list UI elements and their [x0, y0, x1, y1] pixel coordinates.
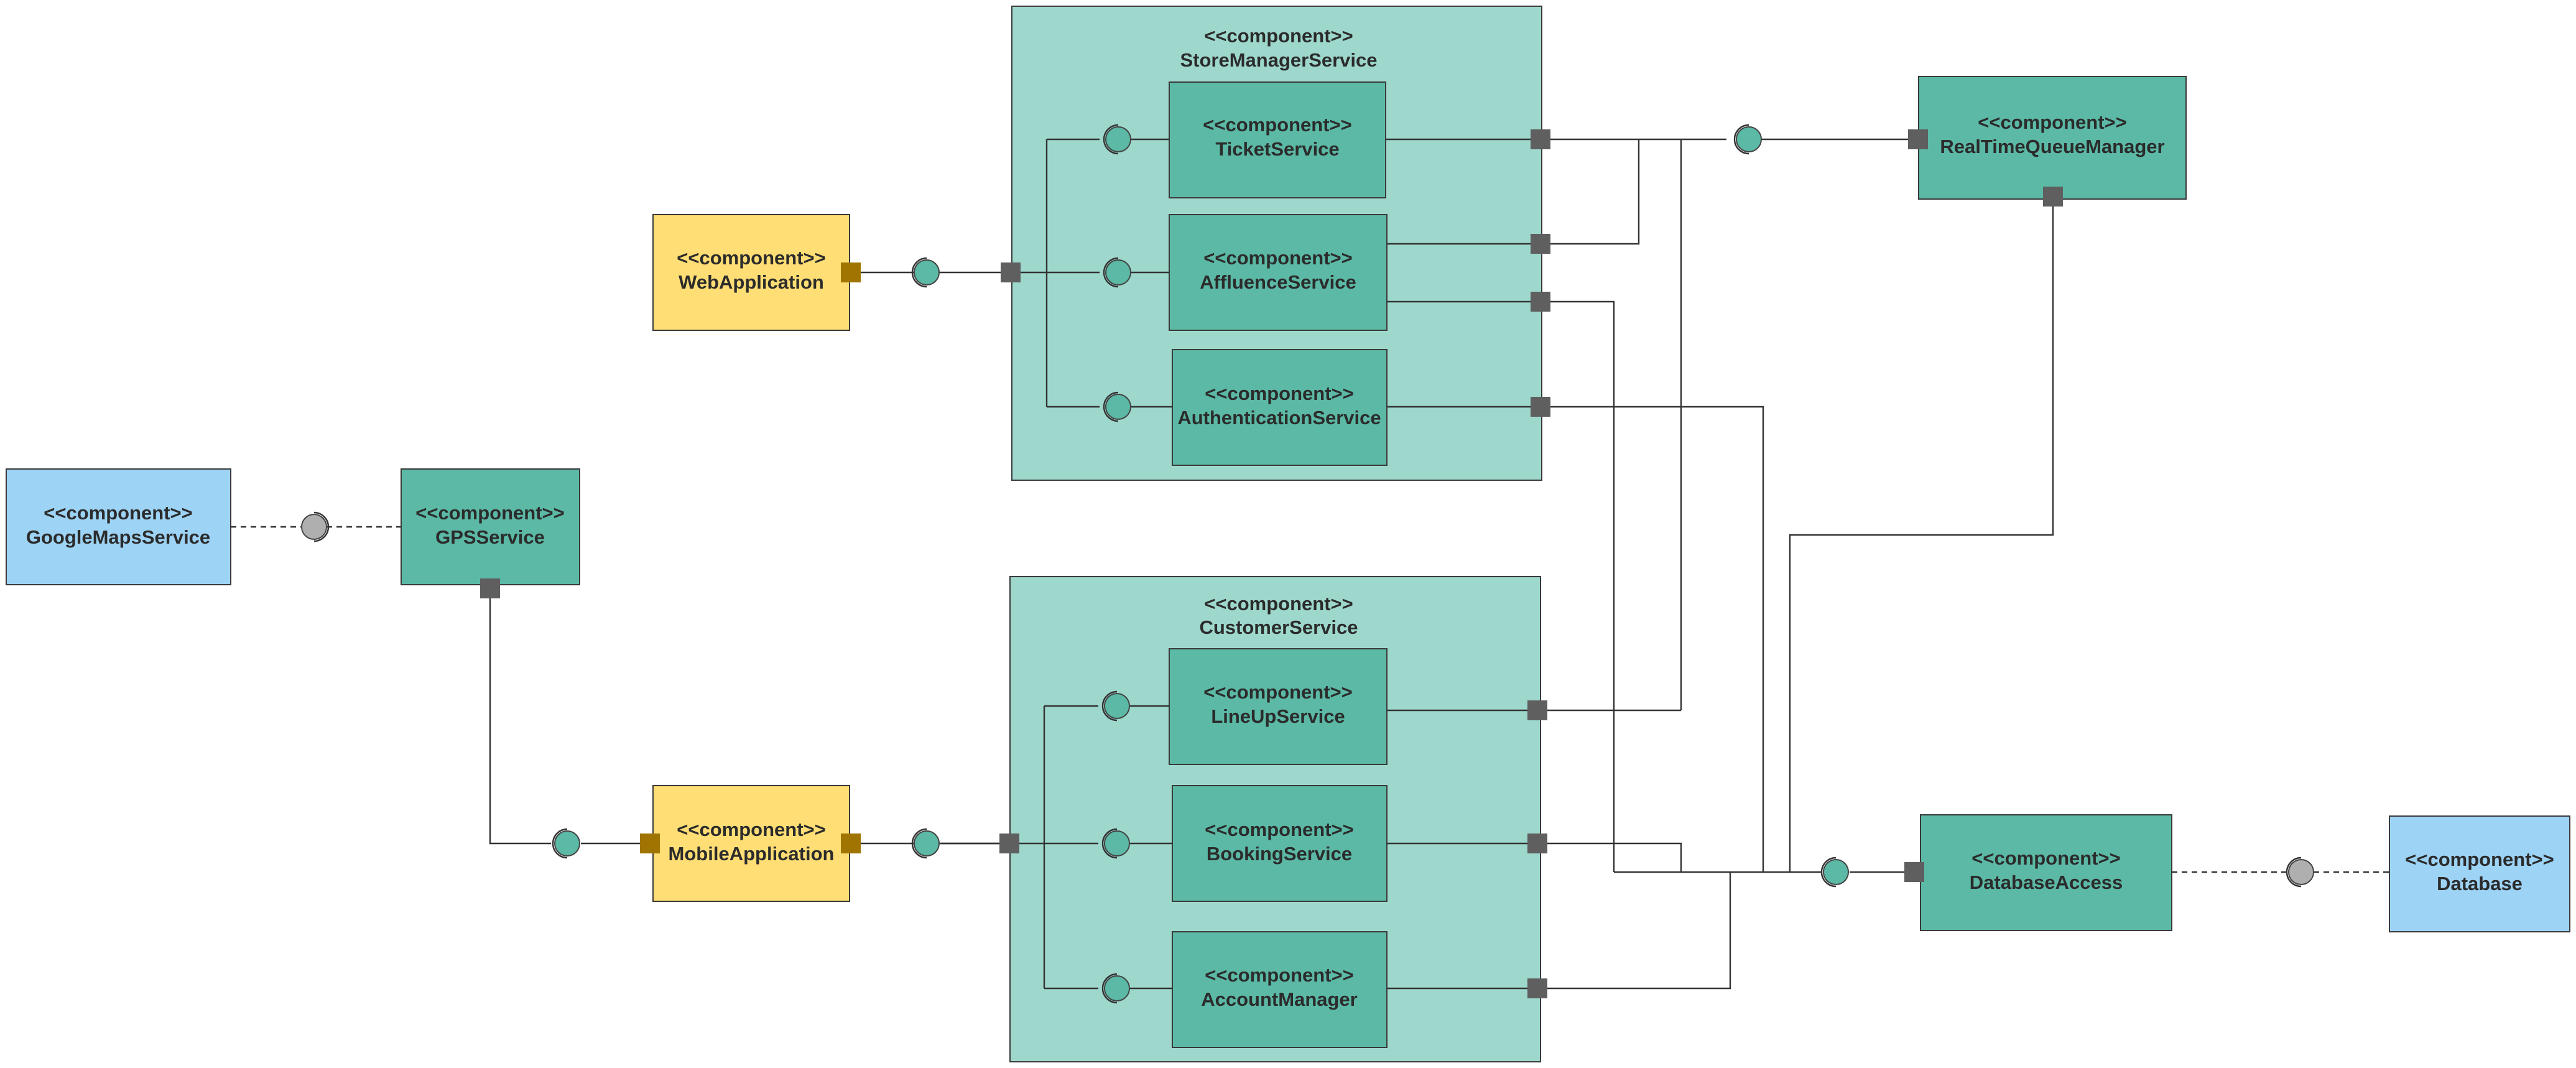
port-lineup-out — [1527, 700, 1547, 720]
web-application-stereotype: <<component>> — [677, 247, 825, 269]
google-maps-service[interactable]: <<component>> GoogleMapsService — [6, 468, 231, 585]
wire-affluence-out-2 — [1550, 300, 1615, 872]
wire-account-out — [1547, 872, 1731, 990]
interface-mobile-customer — [911, 828, 940, 859]
connectors — [231, 138, 2389, 990]
interface-ticket — [1103, 124, 1131, 155]
interface-affluence — [1103, 257, 1131, 288]
lineup-service[interactable]: <<component>> LineUpService — [1169, 648, 1388, 765]
wire-booking-out — [1547, 842, 1682, 872]
interface-gps-mobile — [552, 828, 580, 859]
port-gps — [480, 578, 500, 598]
web-application[interactable]: <<component>> WebApplication — [652, 214, 850, 331]
wire-realtime-to-db — [1789, 199, 2054, 872]
port-booking-out — [1527, 834, 1547, 853]
store-manager-service-stereotype: <<component>> — [1204, 25, 1353, 47]
authentication-service[interactable]: <<component>> AuthenticationService — [1172, 349, 1388, 466]
affluence-service[interactable]: <<component>> AffluenceService — [1169, 214, 1388, 331]
database-stereotype: <<component>> — [2405, 848, 2554, 870]
affluence-service-stereotype: <<component>> — [1203, 247, 1352, 269]
port-realtime-out — [2043, 187, 2063, 207]
database-access-stereotype: <<component>> — [1971, 847, 2120, 869]
interface-googlemaps-gps — [301, 511, 330, 542]
interface-booking — [1101, 828, 1130, 859]
interface-dbaccess — [1820, 857, 1849, 888]
port-store-in — [1001, 262, 1021, 282]
port-affluence-out-1 — [1531, 234, 1550, 254]
realtime-queue-manager-name: RealTimeQueueManager — [1940, 136, 2164, 157]
wire-affluence-out-1 — [1550, 139, 1640, 245]
port-affluence-out-2 — [1531, 292, 1550, 312]
mobile-application[interactable]: <<component>> MobileApplication — [652, 785, 850, 902]
ticket-service-name: TicketService — [1215, 138, 1339, 160]
port-auth-out — [1531, 397, 1550, 417]
realtime-queue-manager[interactable]: <<component>> RealTimeQueueManager — [1918, 76, 2187, 200]
lineup-service-name: LineUpService — [1211, 705, 1345, 727]
lineup-service-stereotype: <<component>> — [1203, 681, 1352, 703]
account-manager-stereotype: <<component>> — [1205, 964, 1353, 986]
interface-authentication — [1103, 391, 1131, 422]
ports — [480, 129, 2063, 998]
customer-service-name: CustomerService — [1199, 616, 1358, 638]
wire-gps-mobile — [489, 588, 551, 845]
port-customer-in — [999, 834, 1019, 853]
database-access-name: DatabaseAccess — [1970, 871, 2123, 893]
port-dbaccess-in — [1904, 862, 1924, 882]
gps-service[interactable]: <<component>> GPSService — [401, 468, 580, 585]
store-manager-service-name: StoreManagerService — [1180, 49, 1377, 71]
port-realtime-in — [1908, 129, 1928, 149]
wire-auth-out — [1550, 406, 1764, 872]
port-webapp — [841, 262, 861, 282]
account-manager-name: AccountManager — [1201, 988, 1357, 1010]
interface-lineup — [1101, 690, 1130, 722]
google-maps-service-stereotype: <<component>> — [44, 502, 192, 524]
port-ticket-out — [1531, 129, 1550, 149]
gps-service-stereotype: <<component>> — [415, 502, 564, 524]
web-application-name: WebApplication — [679, 271, 824, 293]
port-mobile-out — [841, 834, 861, 853]
authentication-service-name: AuthenticationService — [1177, 407, 1381, 429]
ticket-service-stereotype: <<component>> — [1203, 114, 1351, 136]
realtime-queue-manager-stereotype: <<component>> — [1978, 111, 2126, 133]
interface-webapp — [911, 257, 940, 288]
interface-account — [1101, 973, 1130, 1004]
authentication-service-stereotype: <<component>> — [1205, 383, 1353, 404]
interface-realtime — [1733, 124, 1762, 155]
interface-database — [2286, 857, 2314, 888]
booking-service[interactable]: <<component>> BookingService — [1172, 785, 1388, 902]
booking-service-stereotype: <<component>> — [1205, 819, 1353, 840]
booking-service-name: BookingService — [1207, 843, 1352, 865]
database[interactable]: <<component>> Database — [2389, 815, 2570, 932]
account-manager[interactable]: <<component>> AccountManager — [1172, 931, 1388, 1048]
google-maps-service-name: GoogleMapsService — [26, 526, 210, 548]
affluence-service-name: AffluenceService — [1200, 271, 1356, 293]
mobile-application-name: MobileApplication — [669, 843, 835, 865]
gps-service-name: GPSService — [435, 526, 545, 548]
port-account-out — [1527, 978, 1547, 998]
customer-service-stereotype: <<component>> — [1204, 593, 1353, 615]
database-name: Database — [2437, 873, 2523, 894]
database-access[interactable]: <<component>> DatabaseAccess — [1920, 814, 2172, 931]
mobile-application-stereotype: <<component>> — [677, 819, 825, 840]
port-mobile-in — [640, 834, 660, 853]
ticket-service[interactable]: <<component>> TicketService — [1169, 81, 1386, 198]
interfaces — [301, 124, 2314, 1004]
